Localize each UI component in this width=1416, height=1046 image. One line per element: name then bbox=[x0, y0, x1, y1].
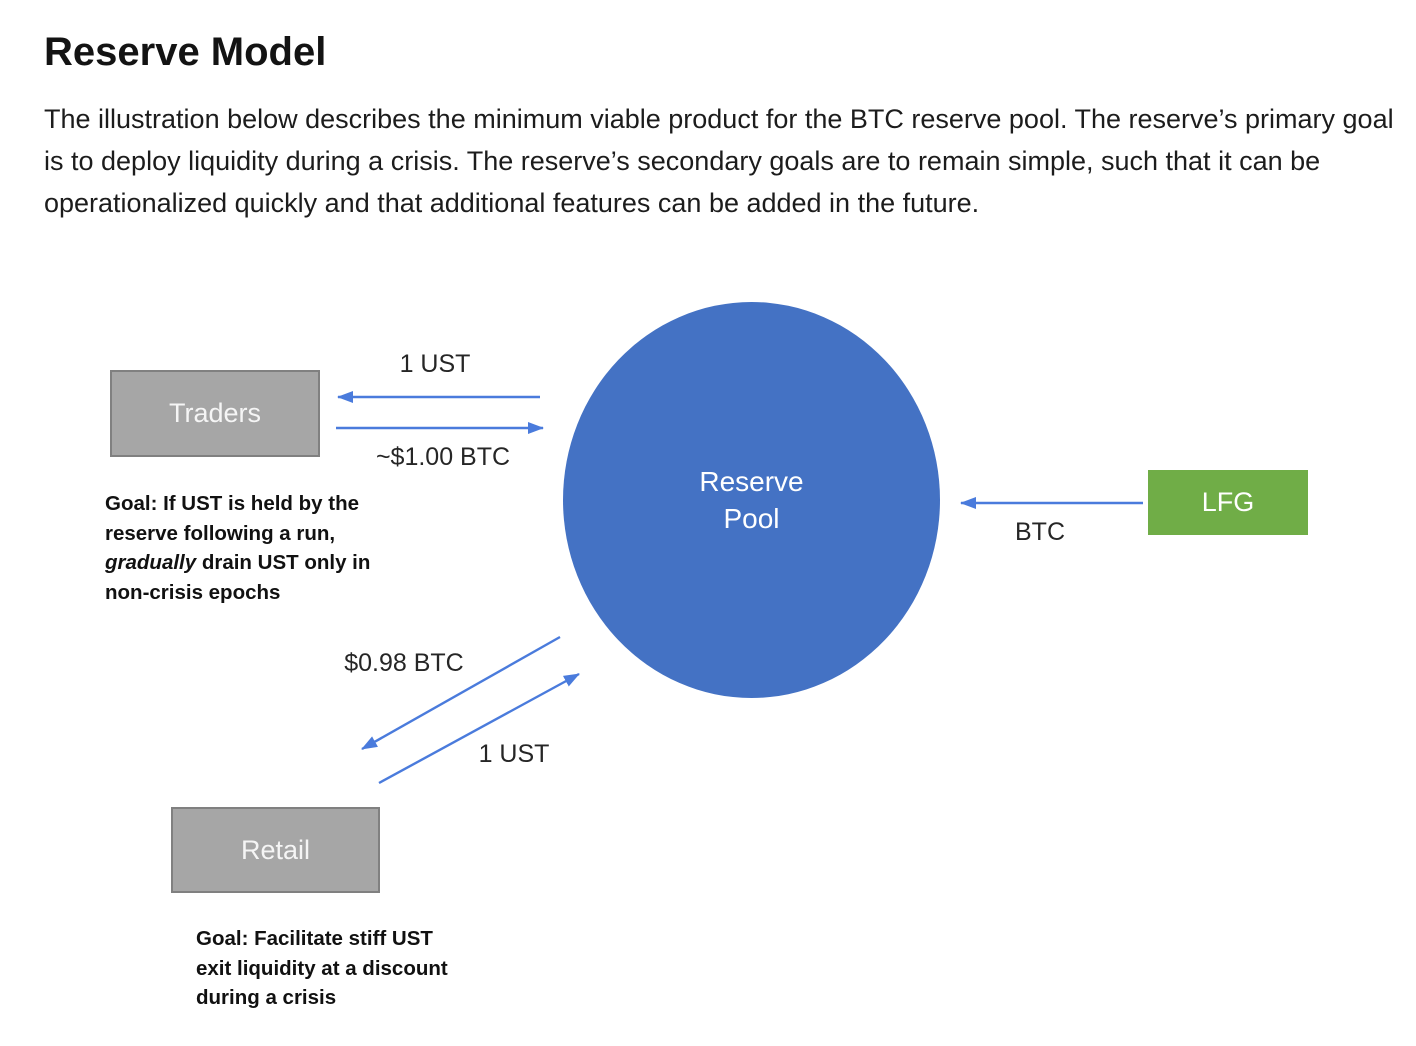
arrow-retail-to-pool bbox=[378, 672, 580, 785]
traders-goal-text: Goal: If UST is held by the reserve foll… bbox=[105, 489, 405, 607]
intro-paragraph: The illustration below describes the min… bbox=[44, 104, 1394, 218]
retail-goal-line3: during a crisis bbox=[196, 986, 337, 1009]
traders-goal-line1: Goal: If UST is held by the bbox=[105, 492, 359, 515]
retail-node: Retail bbox=[171, 807, 380, 893]
traders-node: Traders bbox=[110, 370, 320, 457]
retail-goal-line2: exit liquidity at a discount bbox=[196, 956, 448, 980]
flow-label-traders-to-pool: ~$1.00 BTC bbox=[375, 443, 511, 471]
flow-label-lfg-to-pool: BTC bbox=[1015, 518, 1065, 546]
reserve-pool-label-line1: Reserve bbox=[699, 466, 804, 497]
traders-goal-line3: gradually drain UST only in bbox=[105, 548, 405, 578]
traders-goal-line2: reserve following a run, bbox=[105, 521, 336, 545]
retail-goal-text: Goal: Facilitate stiff UST exit liquidit… bbox=[196, 924, 496, 1013]
traders-goal-line3-rest: drain UST only in bbox=[196, 551, 371, 574]
retail-label: Retail bbox=[240, 834, 311, 865]
retail-goal-line1: Goal: Facilitate stiff UST bbox=[196, 927, 433, 950]
lfg-node: LFG bbox=[1148, 470, 1308, 535]
traders-label: Traders bbox=[168, 398, 262, 428]
arrow-pool-to-retail bbox=[361, 635, 561, 751]
reserve-pool-node: Reserve Pool bbox=[563, 302, 940, 698]
lfg-label: LFG bbox=[1201, 487, 1255, 517]
traders-goal-italic-word: gradually bbox=[105, 551, 197, 574]
flow-label-retail-to-pool: 1 UST bbox=[478, 740, 550, 768]
flow-label-pool-to-retail: $0.98 BTC bbox=[344, 649, 464, 677]
flow-label-pool-to-traders: 1 UST bbox=[399, 350, 471, 378]
reserve-pool-label-line2: Pool bbox=[723, 503, 780, 534]
traders-goal-line4: non-crisis epochs bbox=[105, 580, 281, 604]
page-title: Reserve Model bbox=[44, 30, 327, 74]
